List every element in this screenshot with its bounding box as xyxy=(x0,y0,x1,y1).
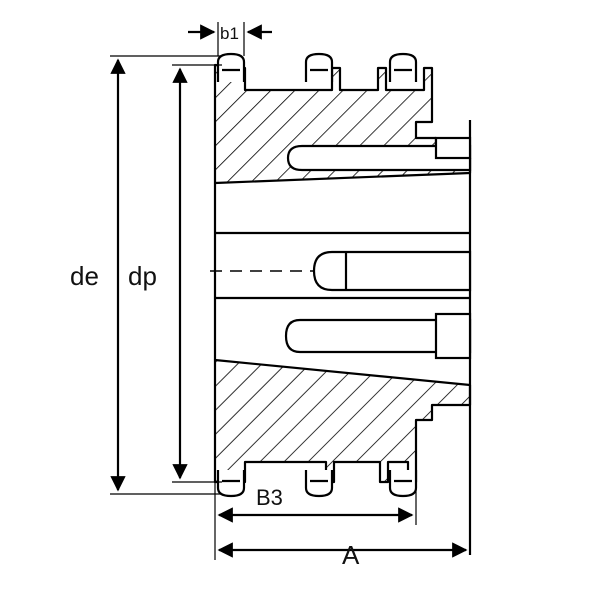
bottom-groove-profiles xyxy=(216,470,418,498)
b1-label: b1 xyxy=(220,24,239,43)
a-label: A xyxy=(342,540,360,570)
extension-lines xyxy=(110,22,417,560)
lower-pin xyxy=(284,312,472,360)
upper-pin xyxy=(286,136,472,172)
de-label: de xyxy=(70,261,99,291)
top-groove-profiles xyxy=(216,52,418,82)
lower-hatched-section xyxy=(213,358,472,484)
middle-pin xyxy=(312,250,472,292)
dp-label: dp xyxy=(128,261,157,291)
b3-label: B3 xyxy=(256,485,283,510)
dimension-lines xyxy=(110,24,468,558)
